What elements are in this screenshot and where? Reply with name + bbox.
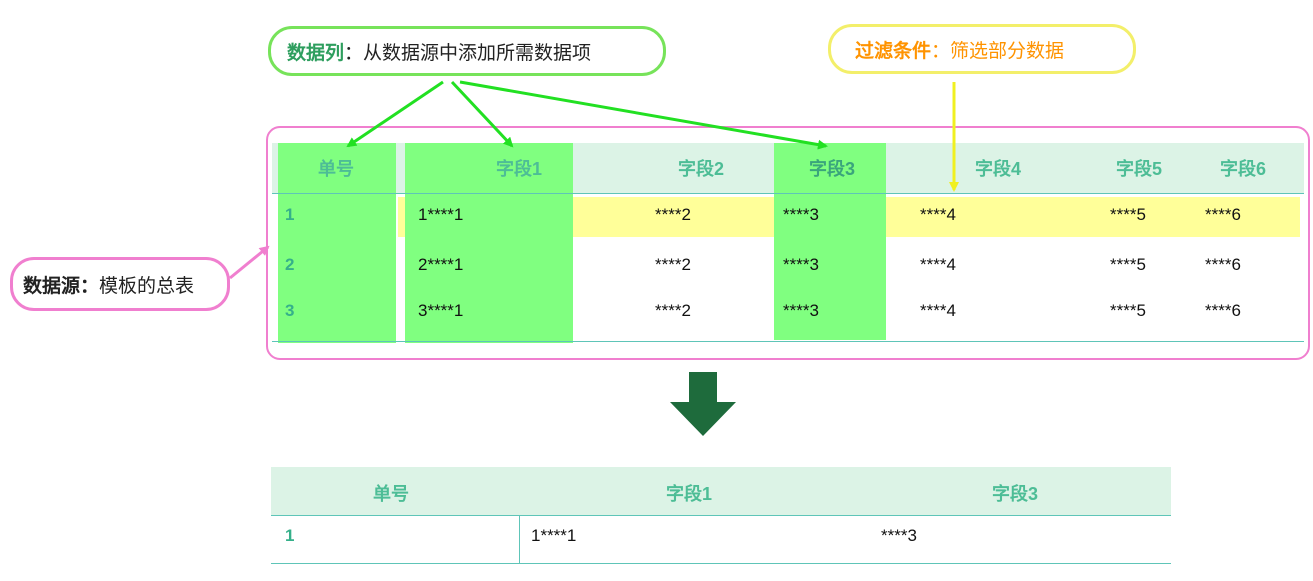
source-cell-r1-f6: ****6 [1205, 205, 1241, 224]
source-cell-r2-f2: ****2 [655, 255, 691, 274]
columns-callout-sep: ： [344, 42, 364, 64]
columns-callout-key: 数据列 [287, 42, 345, 64]
source-cell-r1-f4: ****4 [920, 205, 956, 224]
source-header-field6: 字段6 [1220, 159, 1267, 179]
source-header-rule [272, 193, 1304, 194]
result-header-id: 单号 [373, 484, 409, 504]
source-callout-sep: ： [80, 275, 100, 297]
result-header-band [271, 467, 1171, 515]
selected-column-id [278, 143, 396, 343]
source-cell-r3-f5: ****5 [1110, 301, 1146, 320]
source-cell-r2-f4: ****4 [920, 255, 956, 274]
down-arrow-icon [670, 372, 736, 436]
columns-callout-desc: 从数据源中添加所需数据项 [363, 42, 592, 64]
result-header-field3: 字段3 [992, 484, 1039, 504]
source-cell-r3-f4: ****4 [920, 301, 956, 320]
filter-callout: 过滤条件 ： 筛选部分数据 [828, 24, 1136, 74]
source-cell-r3-id: 3 [285, 301, 295, 320]
filter-callout-desc: 筛选部分数据 [950, 40, 1065, 62]
arrow-to-source-table [229, 245, 270, 280]
filter-callout-sep: ： [931, 40, 951, 62]
source-header-field3: 字段3 [809, 159, 856, 179]
columns-callout: 数据列 ： 从数据源中添加所需数据项 [268, 26, 666, 76]
source-header-field4: 字段4 [975, 159, 1022, 179]
source-cell-r1-f1: 1****1 [418, 205, 464, 224]
source-cell-r2-f5: ****5 [1110, 255, 1146, 274]
source-cell-r2-f3: ****3 [783, 255, 819, 274]
source-cell-r3-f2: ****2 [655, 301, 691, 320]
source-bottom-rule [272, 341, 1304, 342]
source-cell-r2-f1: 2****1 [418, 255, 464, 274]
source-header-field1: 字段1 [496, 159, 543, 179]
source-cell-r2-f6: ****6 [1205, 255, 1241, 274]
selected-column-field1 [405, 143, 573, 343]
source-callout-key: 数据源 [23, 275, 81, 297]
result-cell-r1-f3: ****3 [881, 526, 917, 545]
result-column-divider [519, 516, 520, 563]
result-bottom-rule [271, 563, 1171, 564]
filter-callout-key: 过滤条件 [855, 40, 932, 62]
selected-column-field3 [774, 143, 886, 340]
result-header-rule [271, 515, 1171, 516]
source-header-field2: 字段2 [678, 159, 725, 179]
source-cell-r3-f1: 3****1 [418, 301, 464, 320]
result-header-field1: 字段1 [666, 484, 713, 504]
source-callout: 数据源 ： 模板的总表 [10, 257, 230, 311]
source-callout-desc: 模板的总表 [99, 275, 195, 297]
result-cell-r1-id: 1 [285, 526, 295, 545]
source-header-field5: 字段5 [1116, 159, 1163, 179]
source-cell-r1-f5: ****5 [1110, 205, 1146, 224]
source-cell-r1-f2: ****2 [655, 205, 691, 224]
source-cell-r1-id: 1 [285, 205, 295, 224]
source-cell-r1-f3: ****3 [783, 205, 819, 224]
result-cell-r1-f1: 1****1 [531, 526, 577, 545]
source-cell-r2-id: 2 [285, 255, 295, 274]
source-cell-r3-f6: ****6 [1205, 301, 1241, 320]
source-header-id: 单号 [318, 159, 354, 179]
source-cell-r3-f3: ****3 [783, 301, 819, 320]
